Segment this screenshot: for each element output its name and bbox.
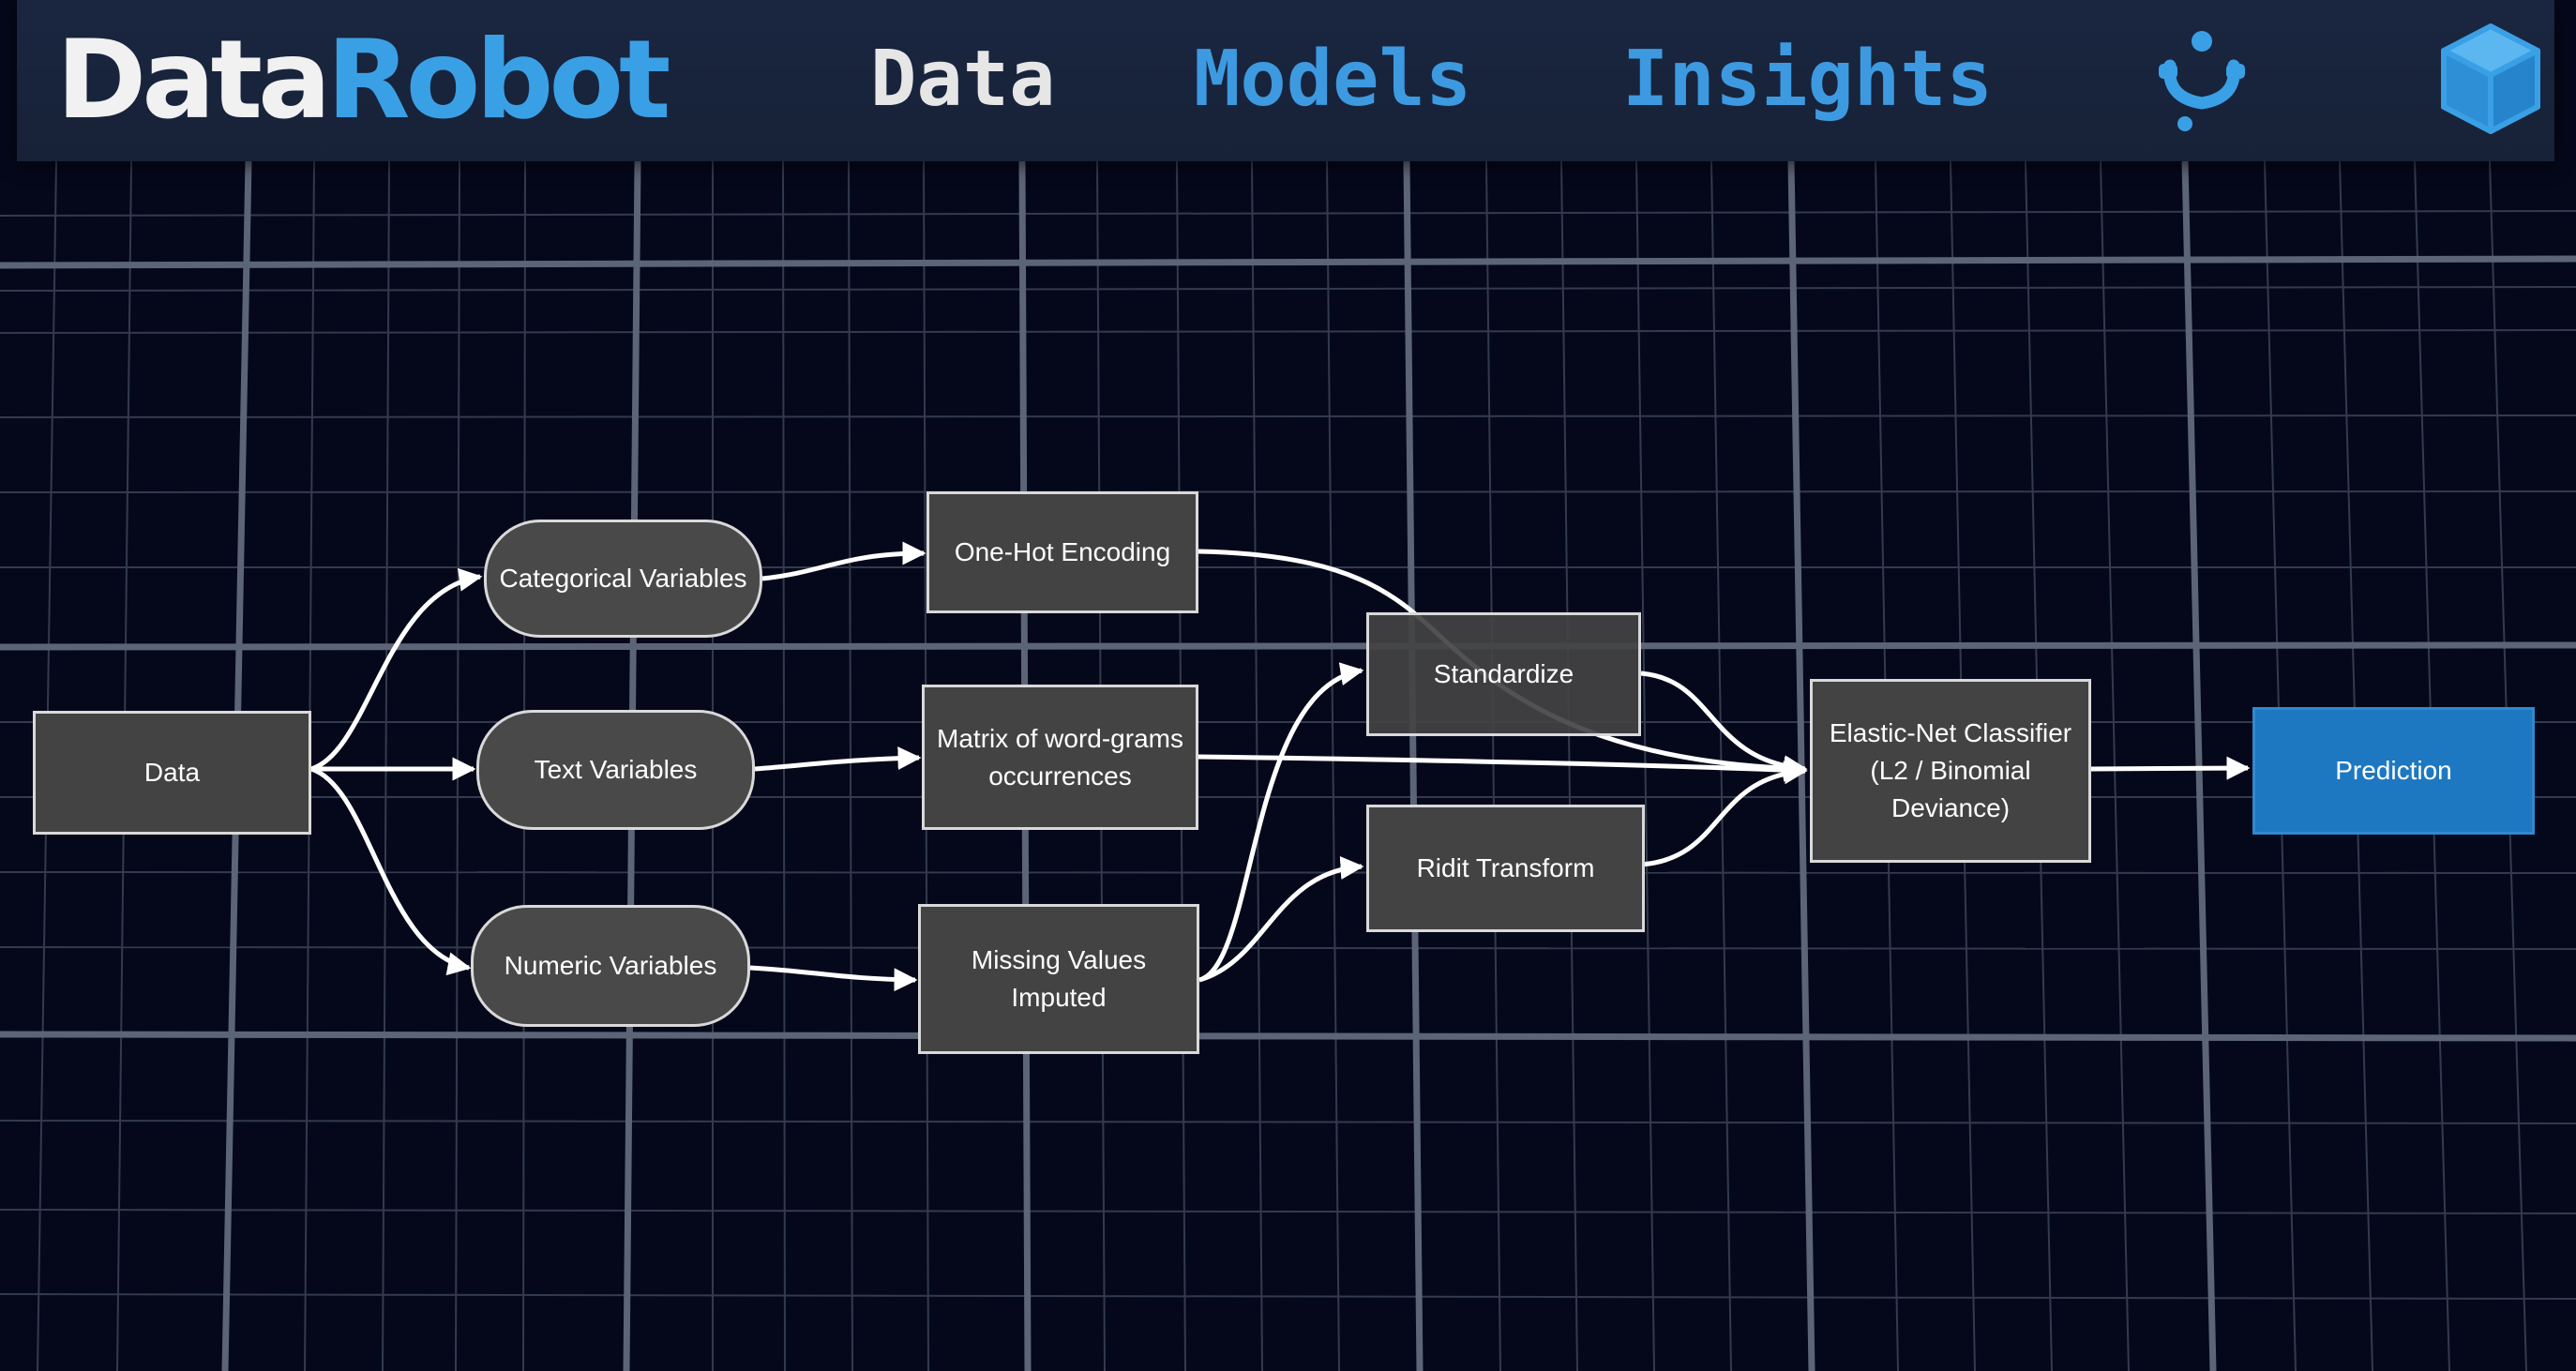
datarobot-logo: DataRobot: [56, 6, 671, 156]
edge-text-matrix: [754, 746, 922, 772]
edge-numeric-missing: [749, 965, 918, 992]
logo-part-data: Data: [56, 17, 331, 143]
node-one-hot-encoding: One-Hot Encoding: [926, 491, 1198, 613]
logo-part-robot: Robot: [326, 17, 670, 143]
edge-missing-standardize: [1198, 662, 1364, 983]
edge-elastic-prediction: [2090, 756, 2251, 780]
node-matrix-label-2: occurrences: [988, 761, 1132, 791]
node-elastic-net-classifier: Elastic-Net Classifier (L2 / Binomial De…: [1810, 679, 2091, 863]
node-elastic-label-3: Deviance): [1891, 793, 2011, 822]
node-prediction-label: Prediction: [2335, 756, 2452, 785]
node-matrix-word-grams: Matrix of word-grams occurrences: [922, 685, 1198, 830]
edge-data-numeric: [310, 766, 472, 976]
nav-models[interactable]: Models: [1194, 35, 1472, 124]
edge-ridit-elastic: [1640, 761, 1808, 867]
node-text-variables: Text Variables: [476, 710, 755, 830]
node-numeric-variables: Numeric Variables: [471, 905, 750, 1027]
node-numeric-label: Numeric Variables: [504, 951, 717, 980]
node-categorical-label: Categorical Variables: [499, 564, 747, 593]
node-onehot-label: One-Hot Encoding: [954, 537, 1171, 566]
node-matrix-label-1: Matrix of word-grams: [937, 723, 1183, 753]
edge-data-categorical: [310, 567, 483, 772]
node-ridit-label: Ridit Transform: [1416, 853, 1595, 882]
cube-icon[interactable]: [2436, 21, 2545, 137]
node-missing-label-2: Imputed: [1011, 983, 1107, 1012]
node-missing-values-imputed: Missing Values Imputed: [918, 904, 1199, 1054]
edge-matrix-elastic: [1198, 754, 1808, 782]
nav-data[interactable]: Data: [870, 35, 1056, 124]
node-missing-label-1: Missing Values: [971, 945, 1147, 974]
node-categorical-variables: Categorical Variables: [484, 520, 762, 638]
node-elastic-label-2: (L2 / Binomial: [1870, 756, 2031, 785]
node-prediction: Prediction: [2252, 707, 2535, 835]
nav-insights[interactable]: Insights: [1622, 35, 1993, 124]
node-text-label: Text Variables: [534, 755, 698, 784]
edge-standardize-elastic: [1640, 670, 1808, 779]
node-data-label: Data: [143, 758, 201, 787]
edge-missing-ridit: [1198, 856, 1364, 983]
person-icon[interactable]: [2157, 24, 2247, 133]
header-bar: DataRobot Data Models Insights: [17, 0, 2554, 161]
node-elastic-label-1: Elastic-Net Classifier: [1829, 718, 2072, 747]
edge-categorical-onehot: [761, 541, 926, 581]
node-data: Data: [33, 711, 311, 835]
node-standardize-label: Standardize: [1433, 659, 1574, 688]
node-ridit-transform: Ridit Transform: [1366, 805, 1645, 932]
node-standardize: Standardize: [1366, 612, 1641, 736]
